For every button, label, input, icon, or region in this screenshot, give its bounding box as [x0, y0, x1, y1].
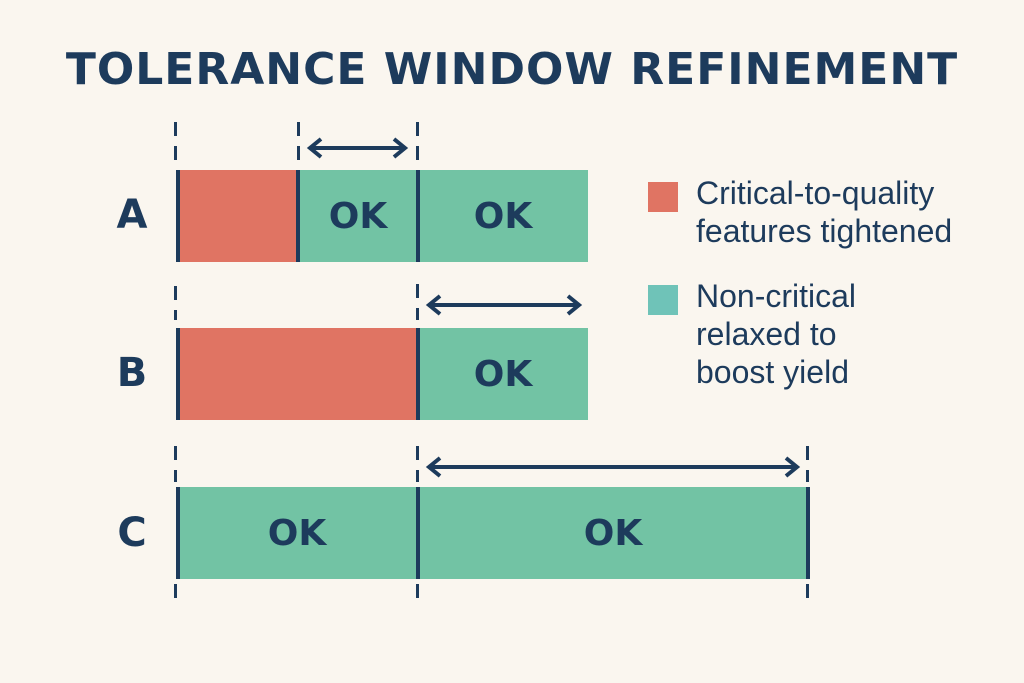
row-a-left-dash [174, 122, 177, 162]
row-a-ok-segment-2: OK [418, 170, 588, 262]
row-a-mid-dash [297, 122, 300, 162]
row-c-mid-dash-bottom [416, 584, 419, 608]
row-label-c: C [117, 510, 147, 556]
legend-item-critical: Critical-to-quality features tightened [648, 174, 1024, 250]
row-c-ok-segment-1: OK [176, 487, 418, 579]
row-c-boundary-left [176, 487, 180, 579]
row-c-ok-segment-2: OK [418, 487, 808, 579]
row-a-boundary-mid [296, 170, 300, 262]
diagram-title: TOLERANCE WINDOW REFINEMENT [65, 44, 959, 95]
row-b-boundary-mid [416, 328, 420, 420]
row-b-mid-dash [416, 284, 419, 320]
legend-swatch-critical [648, 182, 678, 212]
row-a-critical-segment [176, 170, 298, 262]
legend-item-noncritical: Non-critical relaxed to boost yield [648, 277, 896, 391]
row-b-left-dash [174, 286, 177, 320]
legend-text-critical: Critical-to-quality features tightened [696, 175, 953, 249]
row-a-boundary-left [176, 170, 180, 262]
row-b-width-arrow [425, 294, 583, 316]
legend-text-noncritical: Non-critical relaxed to boost yield [696, 278, 857, 390]
row-c-boundary-right [806, 487, 810, 579]
row-c-left-dash-top [174, 446, 177, 482]
row-a-right-dash [416, 122, 419, 162]
row-a-boundary-right [416, 170, 420, 262]
row-a-ok-segment-1: OK [298, 170, 418, 262]
row-c-left-dash-bottom [174, 584, 177, 608]
row-c-right-dash-top [806, 446, 809, 482]
row-c-width-arrow [425, 456, 801, 478]
row-b-critical-segment [176, 328, 418, 420]
legend-swatch-noncritical [648, 285, 678, 315]
row-b-boundary-left [176, 328, 180, 420]
row-c-mid-dash-top [416, 446, 419, 482]
row-label-a: A [116, 192, 148, 238]
row-label-b: B [116, 350, 148, 396]
row-c-right-dash-bottom [806, 584, 809, 608]
row-c-boundary-mid [416, 487, 420, 579]
row-b-ok-segment: OK [418, 328, 588, 420]
row-a-width-arrow [306, 137, 409, 159]
